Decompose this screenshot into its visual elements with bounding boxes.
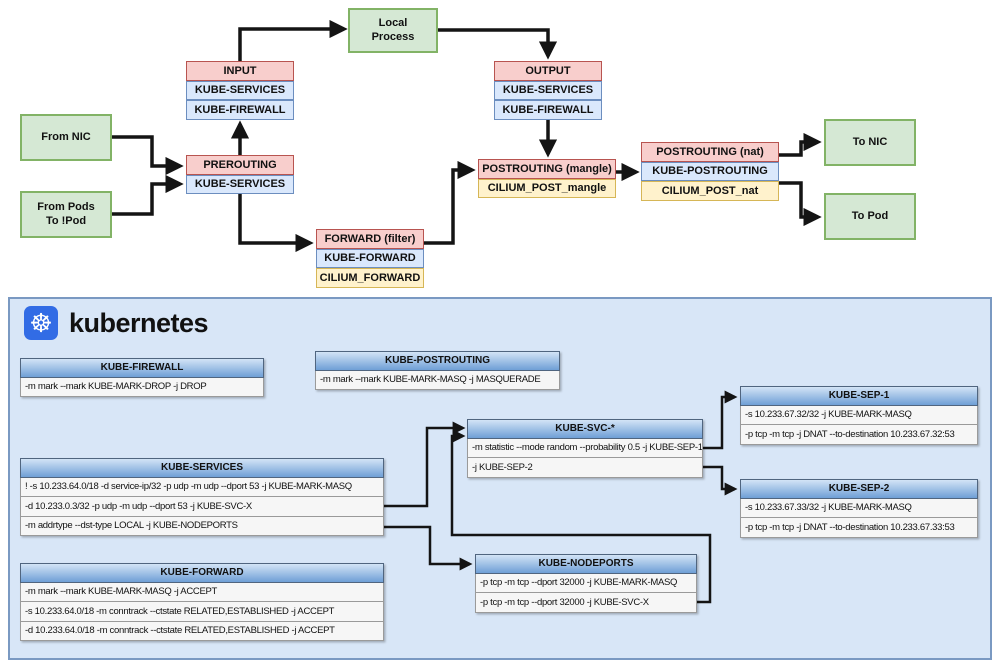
rule-row: -j KUBE-SEP-2 <box>467 458 703 478</box>
chain-stack-forward: FORWARD (filter) KUBE-FORWARD CILIUM_FOR… <box>316 229 424 288</box>
chain-stack-postrouting-nat: POSTROUTING (nat) KUBE-POSTROUTING CILIU… <box>641 142 779 201</box>
endpoint-to-pod: To Pod <box>824 193 916 240</box>
table-kube-sep-1: KUBE-SEP-1 -s 10.233.67.32/32 -j KUBE-MA… <box>740 386 978 445</box>
chain-title: POSTROUTING (mangle) <box>478 159 616 179</box>
chain-row: KUBE-FORWARD <box>316 248 424 268</box>
table-title: KUBE-SERVICES <box>20 458 384 478</box>
rule-row: -s 10.233.67.32/32 -j KUBE-MARK-MASQ <box>740 405 978 425</box>
chain-stack-postrouting-mangle: POSTROUTING (mangle) CILIUM_POST_mangle <box>478 159 616 198</box>
table-kube-sep-2: KUBE-SEP-2 -s 10.233.67.33/32 -j KUBE-MA… <box>740 479 978 538</box>
chain-stack-prerouting: PREROUTING KUBE-SERVICES <box>186 155 294 194</box>
rule-row: -p tcp -m tcp --dport 32000 -j KUBE-SVC-… <box>475 593 697 613</box>
chain-row: KUBE-FIREWALL <box>186 100 294 120</box>
endpoint-from-nic: From NIC <box>20 114 112 161</box>
table-kube-forward: KUBE-FORWARD -m mark --mark KUBE-MARK-MA… <box>20 563 384 641</box>
table-title: KUBE-FIREWALL <box>20 358 264 378</box>
chain-title: FORWARD (filter) <box>316 229 424 249</box>
chain-row: CILIUM_FORWARD <box>316 268 424 288</box>
chain-title: OUTPUT <box>494 61 602 81</box>
kubernetes-logo-icon: ☸ <box>24 306 58 340</box>
endpoint-label: To NIC <box>852 135 888 148</box>
rule-row: ! -s 10.233.64.0/18 -d service-ip/32 -p … <box>20 477 384 497</box>
rule-row: -d 10.233.0.3/32 -p udp -m udp --dport 5… <box>20 497 384 517</box>
table-title: KUBE-NODEPORTS <box>475 554 697 574</box>
rule-row: -s 10.233.67.33/32 -j KUBE-MARK-MASQ <box>740 498 978 518</box>
table-kube-svc: KUBE-SVC-* -m statistic --mode random --… <box>467 419 703 478</box>
table-title: KUBE-SVC-* <box>467 419 703 439</box>
endpoint-label: To Pod <box>851 209 889 222</box>
endpoint-to-nic: To NIC <box>824 119 916 166</box>
chain-row: KUBE-FIREWALL <box>494 100 602 120</box>
chain-title: POSTROUTING (nat) <box>641 142 779 162</box>
table-kube-firewall: KUBE-FIREWALL -m mark --mark KUBE-MARK-D… <box>20 358 264 397</box>
table-kube-nodeports: KUBE-NODEPORTS -p tcp -m tcp --dport 320… <box>475 554 697 613</box>
endpoint-label: Local Process <box>371 16 415 43</box>
chain-title: PREROUTING <box>186 155 294 175</box>
rule-row: -m addrtype --dst-type LOCAL -j KUBE-NOD… <box>20 516 384 536</box>
rule-row: -m mark --mark KUBE-MARK-DROP -j DROP <box>20 377 264 397</box>
rule-row: -m mark --mark KUBE-MARK-MASQ -j ACCEPT <box>20 582 384 602</box>
rule-row: -m statistic --mode random --probability… <box>467 438 703 458</box>
kubernetes-brand: ☸ kubernetes <box>24 306 209 340</box>
chain-row: KUBE-SERVICES <box>494 80 602 100</box>
table-title: KUBE-SEP-1 <box>740 386 978 406</box>
rule-row: -s 10.233.64.0/18 -m conntrack --ctstate… <box>20 602 384 622</box>
table-title: KUBE-POSTROUTING <box>315 351 560 371</box>
chain-row: KUBE-SERVICES <box>186 174 294 194</box>
chain-row: KUBE-POSTROUTING <box>641 161 779 181</box>
endpoint-local-process: Local Process <box>348 8 438 53</box>
endpoint-from-pods: From Pods To !Pod <box>20 191 112 238</box>
chain-row: CILIUM_POST_mangle <box>478 178 616 198</box>
chain-row: KUBE-SERVICES <box>186 80 294 100</box>
chain-stack-output: OUTPUT KUBE-SERVICES KUBE-FIREWALL <box>494 61 602 120</box>
table-kube-services: KUBE-SERVICES ! -s 10.233.64.0/18 -d ser… <box>20 458 384 536</box>
table-title: KUBE-SEP-2 <box>740 479 978 499</box>
rule-row: -p tcp -m tcp -j DNAT --to-destination 1… <box>740 425 978 445</box>
endpoint-label: From NIC <box>41 130 91 143</box>
rule-row: -p tcp -m tcp -j DNAT --to-destination 1… <box>740 518 978 538</box>
endpoint-label: From Pods To !Pod <box>37 200 95 227</box>
table-title: KUBE-FORWARD <box>20 563 384 583</box>
rule-row: -m mark --mark KUBE-MARK-MASQ -j MASQUER… <box>315 370 560 390</box>
table-kube-postrouting: KUBE-POSTROUTING -m mark --mark KUBE-MAR… <box>315 351 560 390</box>
chain-title: INPUT <box>186 61 294 81</box>
rule-row: -d 10.233.64.0/18 -m conntrack --ctstate… <box>20 621 384 641</box>
kubernetes-wordmark: kubernetes <box>69 307 209 338</box>
rule-row: -p tcp -m tcp --dport 32000 -j KUBE-MARK… <box>475 573 697 593</box>
chain-stack-input: INPUT KUBE-SERVICES KUBE-FIREWALL <box>186 61 294 120</box>
chain-row: CILIUM_POST_nat <box>641 181 779 201</box>
